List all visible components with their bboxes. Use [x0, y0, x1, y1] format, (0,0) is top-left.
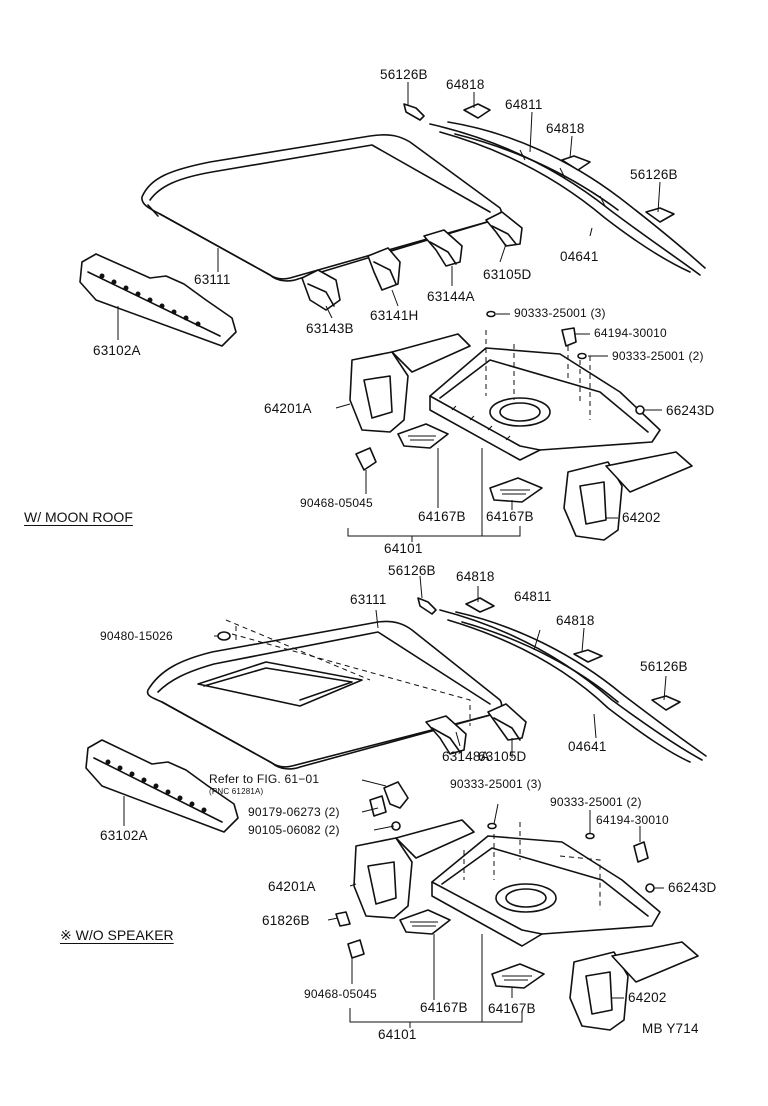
part-number-90480-lower: 90480-15026: [100, 629, 173, 643]
part-number-64101-lower: 64101: [378, 1027, 417, 1042]
lower-side-brace-64201A: [353, 819, 475, 919]
part-number-64818-upper-a: 64818: [446, 77, 485, 92]
part-number-64167B-upper-b: 64167B: [486, 509, 534, 524]
part-number-90333-2-lower: 90333-25001 (2): [550, 795, 642, 809]
part-number-66243D-lower: 66243D: [668, 880, 717, 895]
part-number-64167B-lower-b: 64167B: [488, 1001, 536, 1016]
part-number-64818-lower-a: 64818: [456, 569, 495, 584]
part-number-64194-lower: 64194-30010: [596, 813, 669, 827]
part-number-63111-lower: 63111: [350, 592, 387, 607]
lower-dashed-guide-2: [225, 619, 371, 681]
part-number-64194-upper: 64194-30010: [594, 326, 667, 340]
part-number-56126B-lower: 56126B: [388, 563, 436, 578]
upper-side-brace-64202: [563, 451, 693, 541]
part-number-61826B-lower: 61826B: [262, 913, 310, 928]
lower-front-header-63102A: [85, 739, 239, 833]
upper-fasteners: [355, 310, 645, 471]
part-number-90179-lower: 90179-06273 (2): [248, 805, 340, 819]
section-heading-wo-speaker: ※ W/O SPEAKER: [60, 927, 174, 943]
part-number-90105-lower: 90105-06082 (2): [248, 823, 340, 837]
part-number-90468-lower: 90468-05045: [304, 987, 377, 1001]
part-number-04641-upper: 04641: [560, 249, 599, 264]
lower-leader-lines: [123, 575, 667, 1028]
upper-front-header-63102A: [79, 253, 237, 347]
part-number-90468-upper: 90468-05045: [300, 496, 373, 510]
lower-roof-panel-with-moonroof: [146, 620, 503, 770]
part-number-63148A-lower: 63148A: [442, 749, 490, 764]
lower-fasteners: [335, 822, 655, 959]
upper-roof-bows: [301, 211, 523, 311]
part-number-56126B-upper-b: 56126B: [630, 167, 678, 182]
part-number-63144A-upper: 63144A: [427, 289, 475, 304]
part-number-90333-3-lower: 90333-25001 (3): [450, 777, 542, 791]
part-number-56126B-upper: 56126B: [380, 67, 428, 82]
lower-plates: [399, 909, 545, 989]
upper-leader-lines: [117, 82, 662, 542]
lower-roof-bows: [425, 703, 527, 755]
part-number-64167B-upper-a: 64167B: [418, 509, 466, 524]
part-number-90333-2-upper: 90333-25001 (2): [612, 349, 704, 363]
part-number-90333-3-upper: 90333-25001 (3): [514, 306, 606, 320]
part-number-64201A-upper: 64201A: [264, 401, 312, 416]
part-number-63105D-upper: 63105D: [483, 267, 532, 282]
upper-package-tray-64101: [429, 330, 661, 461]
part-number-64818-upper-b: 64818: [546, 121, 585, 136]
part-number-04641-lower: 04641: [568, 739, 607, 754]
part-number-64811-lower: 64811: [514, 589, 552, 604]
part-number-64201A-lower: 64201A: [268, 879, 316, 894]
lower-bracket-fig61: [369, 781, 409, 831]
section-heading-moon-roof: W/ MOON ROOF: [24, 509, 133, 525]
part-number-64202-lower: 64202: [628, 990, 667, 1005]
lower-roof-rail-64811: [439, 609, 707, 763]
lower-side-brace-64202: [569, 941, 699, 1031]
part-number-63143B-upper: 63143B: [306, 321, 354, 336]
lower-package-tray-64101: [431, 822, 661, 947]
part-number-63102A-lower: 63102A: [100, 828, 148, 843]
part-number-64818-lower-b: 64818: [556, 613, 595, 628]
refer-pnc-note: (PNC 61281A): [209, 787, 264, 796]
lower-small-clips: [217, 597, 681, 711]
part-number-64167B-lower-a: 64167B: [420, 1000, 468, 1015]
figure-code: MB Y714: [642, 1021, 699, 1036]
part-number-64202-upper: 64202: [622, 510, 661, 525]
part-number-63105D-lower: 63105D: [478, 749, 527, 764]
part-number-64101-upper: 64101: [384, 541, 423, 556]
part-number-63111-upper: 63111: [194, 272, 231, 287]
part-number-64811-upper: 64811: [505, 97, 543, 112]
refer-figure-note: Refer to FIG. 61−01: [209, 772, 320, 786]
part-number-63102A-upper: 63102A: [93, 343, 141, 358]
upper-side-brace-64201A: [349, 333, 471, 433]
upper-roof-rail-64811: [429, 121, 706, 276]
part-number-66243D-upper: 66243D: [666, 403, 715, 418]
part-number-63141H-upper: 63141H: [370, 308, 419, 323]
upper-plates: [397, 423, 543, 503]
part-number-56126B-lower-b: 56126B: [640, 659, 688, 674]
